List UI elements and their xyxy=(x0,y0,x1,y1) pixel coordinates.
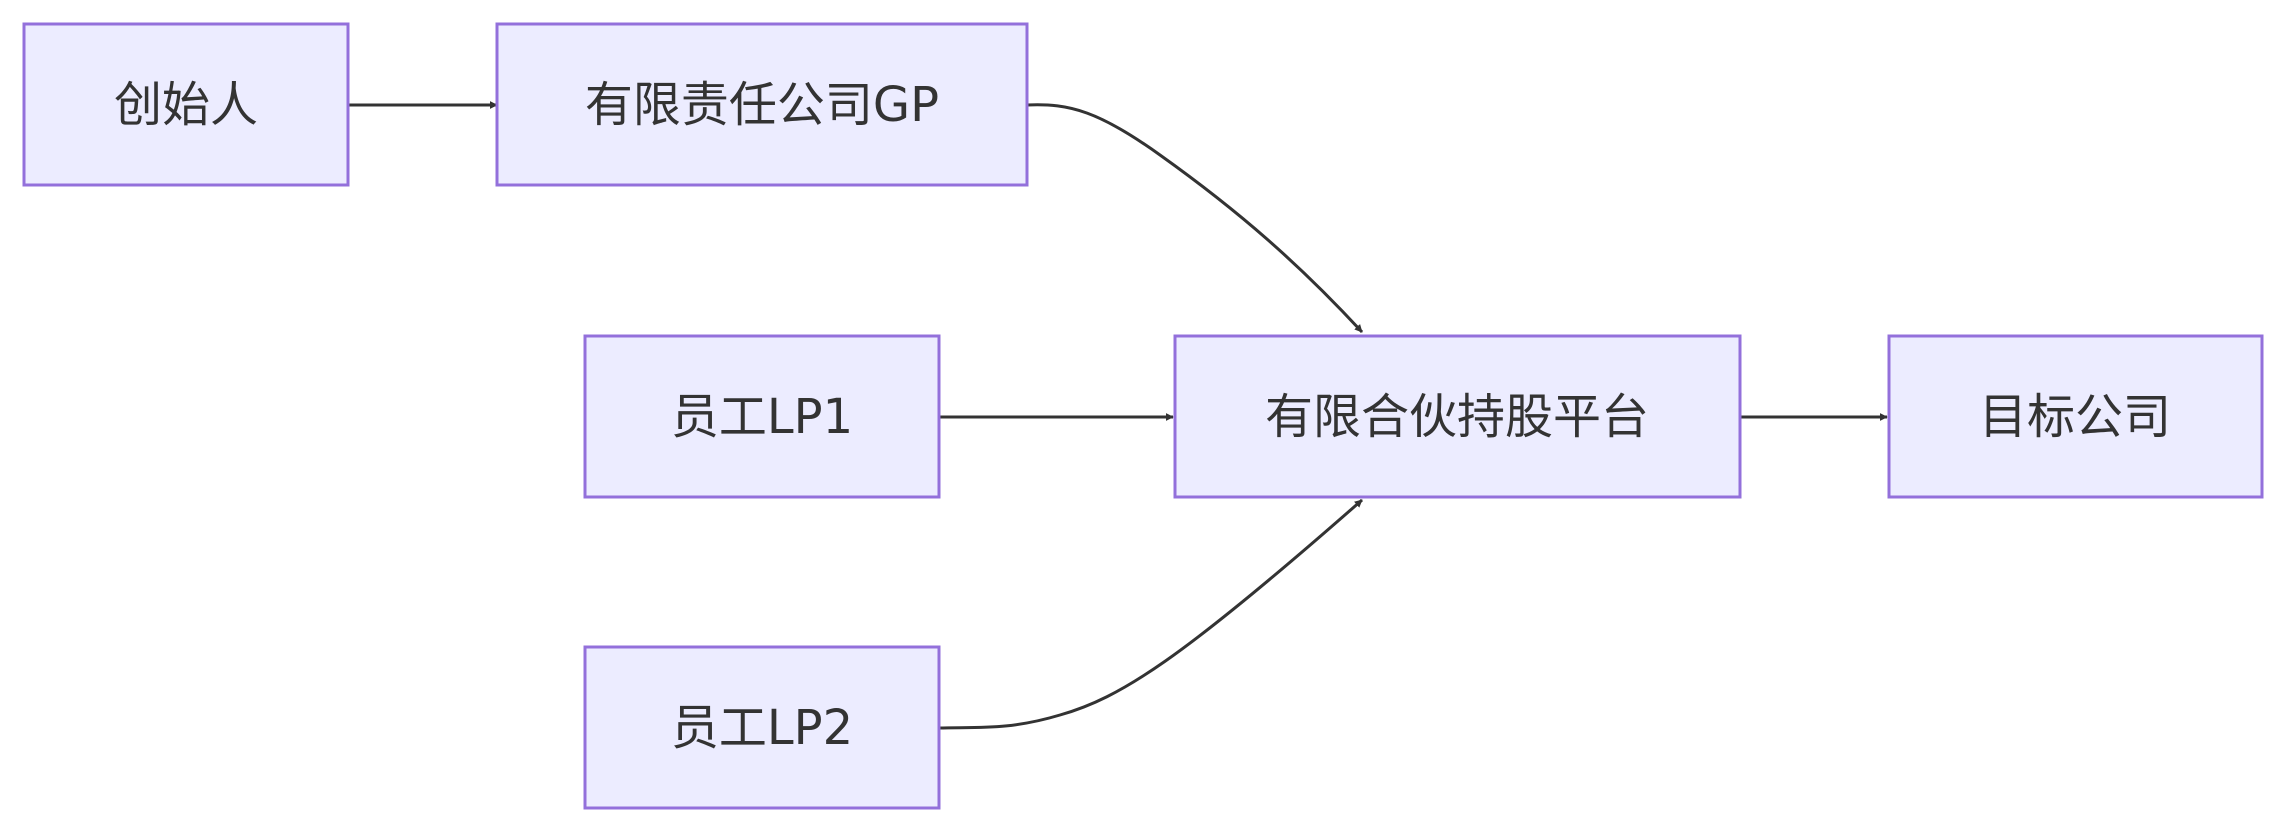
edges xyxy=(348,101,1888,730)
node-lp2: 员工LP2 xyxy=(583,645,941,810)
node-target: 目标公司 xyxy=(1887,334,2264,499)
node-founder-label: 创始人 xyxy=(114,77,258,133)
node-gp-label: 有限责任公司GP xyxy=(585,77,939,133)
node-founder: 创始人 xyxy=(22,22,350,187)
node-target-label: 目标公司 xyxy=(1979,389,2171,445)
node-platform-label: 有限合伙持股平台 xyxy=(1265,389,1649,445)
node-gp: 有限责任公司GP xyxy=(495,22,1029,187)
node-lp1-label: 员工LP1 xyxy=(671,389,853,445)
node-lp2-label: 员工LP2 xyxy=(671,700,853,756)
node-lp1: 员工LP1 xyxy=(583,334,941,499)
node-platform: 有限合伙持股平台 xyxy=(1173,334,1742,499)
edge-lp2-to-platform xyxy=(938,498,1363,730)
edge-gp-to-platform xyxy=(1026,103,1364,334)
